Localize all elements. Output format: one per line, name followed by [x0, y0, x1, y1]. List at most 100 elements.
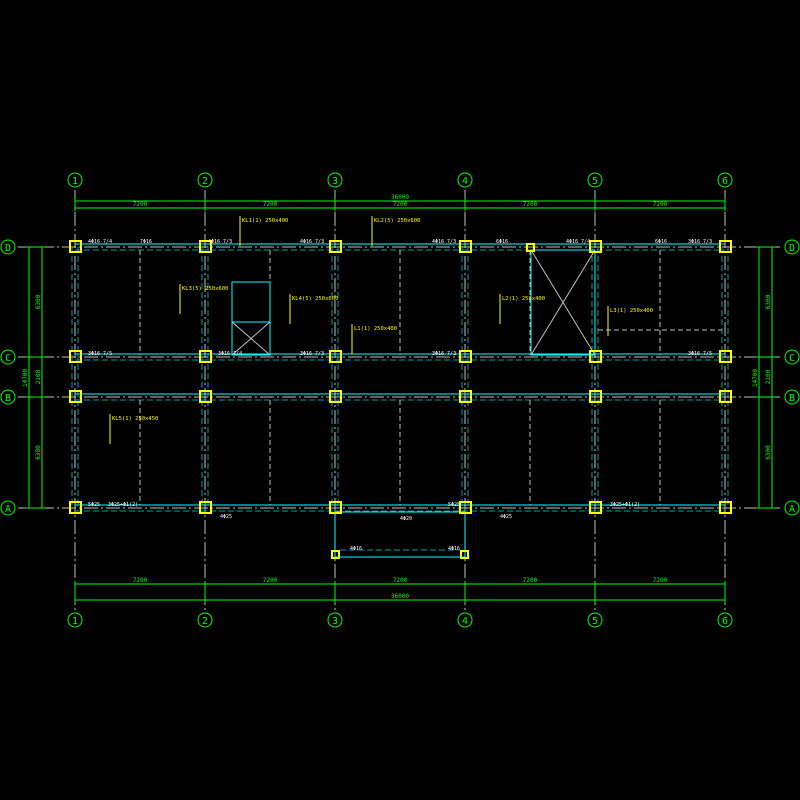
column	[69, 240, 82, 253]
axis-bubble-icon	[197, 172, 213, 188]
column	[329, 240, 342, 253]
axis-bubble-icon	[784, 349, 800, 365]
rebar-label: 3Φ16 7/5	[88, 351, 112, 357]
axis-label-C: C	[5, 353, 11, 364]
rebar-label: 5Φ25	[88, 502, 100, 508]
dimension-text: 7200	[653, 577, 668, 584]
axis-bubble-icon	[784, 239, 800, 255]
dimension-text: 7200	[523, 577, 538, 584]
column	[329, 501, 342, 514]
axis-label-2: 2	[202, 176, 208, 187]
beam-label: KL5(1) 250x450	[112, 416, 158, 422]
beam-label: KL2(5) 250x600	[374, 218, 420, 224]
stair-opening	[231, 281, 271, 356]
column	[719, 350, 732, 363]
column	[199, 350, 212, 363]
axis-label-5: 5	[592, 616, 598, 627]
axis-bubble-icon	[717, 172, 733, 188]
axis-bubble-icon	[717, 612, 733, 628]
dimension-text: 7200	[263, 577, 278, 584]
axis-bubble-icon	[784, 389, 800, 405]
column	[329, 390, 342, 403]
rebar-label: 3Φ16 7/5	[688, 351, 712, 357]
rebar-label: 6Φ16	[496, 239, 508, 245]
column	[199, 390, 212, 403]
column	[69, 501, 82, 514]
rebar-label: 4Φ16 7/4	[88, 239, 112, 245]
column	[199, 501, 212, 514]
axis-label-4: 4	[462, 176, 468, 187]
axis-label-A: A	[789, 504, 795, 515]
dimension-text: 7200	[393, 201, 408, 208]
axis-label-C: C	[789, 353, 795, 364]
axis-label-2: 2	[202, 616, 208, 627]
dimension-text: 6300	[35, 445, 42, 460]
column	[526, 243, 535, 252]
beam-label: L3(1) 250x400	[610, 308, 653, 314]
beam-label: KL4(5) 250x600	[292, 296, 338, 302]
axis-label-6: 6	[722, 176, 728, 187]
axis-label-B: B	[5, 393, 11, 404]
rebar-label: 3Φ25+Φ1(2)	[610, 502, 640, 508]
axis-bubble-icon	[0, 500, 16, 516]
axis-bubble-icon	[327, 172, 343, 188]
dimension-text: 7200	[133, 577, 148, 584]
axis-bubble-icon	[197, 612, 213, 628]
axis-label-D: D	[789, 243, 795, 254]
beam-label: L2(1) 250x400	[502, 296, 545, 302]
axis-bubble-icon	[457, 172, 473, 188]
rebar-label: 4Φ16	[448, 546, 460, 552]
axis-bubble-icon	[67, 612, 83, 628]
dimension-text: 7200	[263, 201, 278, 208]
rebar-label: 3Φ16 7/3	[300, 351, 324, 357]
axis-bubble-icon	[457, 612, 473, 628]
rebar-label: 4Φ16	[350, 546, 362, 552]
axis-bubble-icon	[327, 612, 343, 628]
dimension-total-text: 36000	[391, 194, 409, 201]
axis-label-5: 5	[592, 176, 598, 187]
rebar-label: 3Φ16 7/3	[688, 239, 712, 245]
axis-bubble-icon	[587, 172, 603, 188]
axis-label-6: 6	[722, 616, 728, 627]
axis-bubble-icon	[0, 349, 16, 365]
dimension-text: 7200	[133, 201, 148, 208]
beam-label: KL3(5) 250x600	[182, 286, 228, 292]
shaft-opening	[530, 249, 596, 356]
rebar-label: 3Φ16 7/3	[432, 351, 456, 357]
beam-label: KL1(1) 250x400	[242, 218, 288, 224]
rebar-label: 4Φ16 7/4	[566, 239, 590, 245]
column	[589, 390, 602, 403]
opening-cross	[231, 321, 271, 356]
column	[329, 350, 342, 363]
dimension-text: 7200	[393, 577, 408, 584]
column	[719, 390, 732, 403]
axis-label-D: D	[5, 243, 11, 254]
dimension-text: 2100	[765, 369, 772, 384]
axis-label-B: B	[789, 393, 795, 404]
dimension-text: 7200	[653, 201, 668, 208]
column	[589, 350, 602, 363]
rebar-label: 3Φ25+Φ1(2)	[108, 502, 138, 508]
column	[69, 350, 82, 363]
axis-label-4: 4	[462, 616, 468, 627]
column	[719, 501, 732, 514]
canopy-beam	[334, 511, 466, 558]
column	[459, 240, 472, 253]
column	[589, 501, 602, 514]
rebar-label: 4Φ25	[220, 514, 232, 520]
dimension-text: 6300	[765, 445, 772, 460]
dimension-text: 2100	[35, 369, 42, 384]
rebar-label: 5Φ25	[448, 502, 460, 508]
axis-bubble-icon	[0, 239, 16, 255]
rebar-label: 4Φ16 7/3	[208, 239, 232, 245]
rebar-label: 4Φ16 7/3	[300, 239, 324, 245]
axis-label-1: 1	[72, 176, 78, 187]
dimension-total-text: 36000	[391, 593, 409, 600]
rebar-label: 3Φ16 7/4	[218, 351, 242, 357]
column	[69, 390, 82, 403]
axis-bubble-icon	[784, 500, 800, 516]
beam-label: L1(1) 250x400	[354, 326, 397, 332]
rebar-label: 4Φ25	[500, 514, 512, 520]
